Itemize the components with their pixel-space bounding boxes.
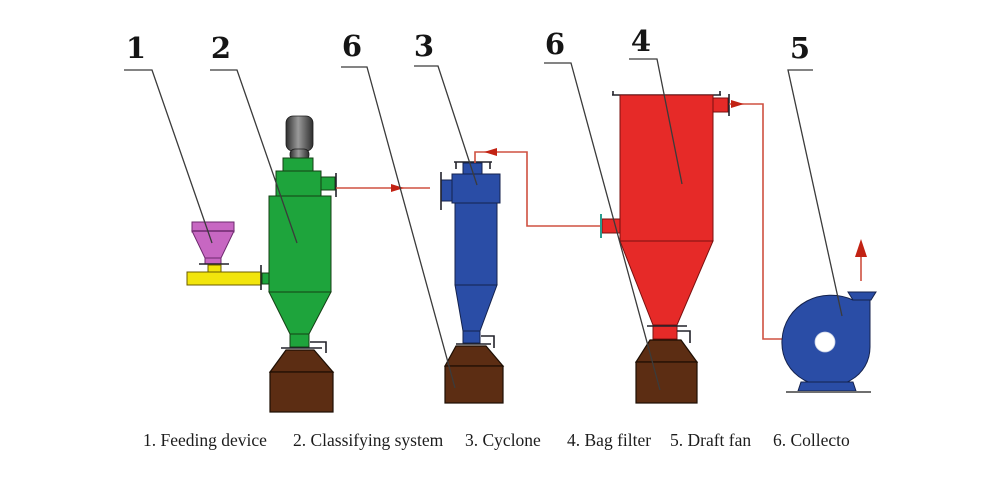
callout-number-5: 5 <box>790 34 810 63</box>
pipe-classifier-to-cyclone <box>336 184 430 192</box>
callout-text: 6 <box>544 27 566 61</box>
flow-arrow-left-icon <box>484 148 497 156</box>
legend-item-bag-filter: 4. Bag filter <box>567 430 652 450</box>
collector-under-classifier <box>268 349 335 413</box>
hopper-neck <box>204 257 222 265</box>
classifier-discharge-neck <box>289 333 310 348</box>
callout-text: 6 <box>341 29 363 63</box>
legend-item-feeding-device: 1. Feeding device <box>143 430 267 450</box>
callout-number-6a: 6 <box>342 32 362 61</box>
exhaust-arrow-up-icon <box>855 239 867 257</box>
collector-bin <box>269 371 334 413</box>
leader-5 <box>787 69 843 317</box>
bagfilter-discharge-neck <box>652 324 678 340</box>
callout-text: 2 <box>210 31 232 65</box>
fan-outlet-flare <box>847 291 877 301</box>
callout-text: 5 <box>789 31 811 65</box>
callout-text: 1 <box>125 31 147 65</box>
callout-number-1: 1 <box>126 34 146 63</box>
leader-2 <box>210 69 298 244</box>
cyclone <box>440 161 501 348</box>
collector-shoulder <box>268 349 335 373</box>
feeding-device <box>186 221 272 290</box>
classifier-vent-elbow <box>310 341 327 353</box>
collector-shoulder <box>634 339 699 363</box>
cyclone-cone <box>454 284 498 332</box>
bagfilter-outlet-nozzle <box>712 97 729 113</box>
leader-6a <box>341 66 456 389</box>
collector-under-cyclone <box>443 345 505 404</box>
cyclone-inlet-box <box>451 173 501 204</box>
collector-shoulder <box>443 345 505 367</box>
callout-number-4: 4 <box>631 27 651 56</box>
fan-inlet-eye <box>814 331 836 353</box>
fan-pedestal <box>797 381 857 392</box>
callout-number-2: 2 <box>211 34 231 63</box>
cyclone-inlet-nozzle <box>440 179 453 202</box>
callout-number-6b: 6 <box>545 30 565 59</box>
hopper-cone <box>191 230 235 259</box>
classifier-body <box>268 195 332 293</box>
leader-3 <box>414 65 478 186</box>
cyclone-vent-elbow <box>481 335 495 348</box>
classifying-system <box>268 115 337 353</box>
legend-item-cyclone: 3. Cyclone <box>465 430 541 450</box>
flow-arrow-right-icon <box>391 184 404 192</box>
cyclone-discharge-neck <box>462 330 481 344</box>
callout-text: 3 <box>413 29 435 63</box>
legend-item-collector: 6. Collecto <box>773 430 850 450</box>
classifier-head <box>275 170 322 197</box>
bagfilter-body <box>619 94 714 242</box>
leader-1 <box>124 69 213 244</box>
bagfilter-vent-elbow <box>677 330 691 343</box>
legend-item-classifying-system: 2. Classifying system <box>293 430 444 450</box>
callout-number-3: 3 <box>414 32 434 61</box>
screw-feeder-pipe <box>186 271 262 286</box>
bagfilter-cone <box>619 240 714 326</box>
pipe-line <box>474 151 600 227</box>
motor-icon <box>285 115 314 152</box>
classifier-cone <box>268 291 332 335</box>
collector-bin <box>635 361 698 404</box>
classifier-neck <box>282 157 314 173</box>
leader-6b <box>544 62 661 391</box>
collector-under-bag-filter <box>634 339 699 404</box>
callout-leader-lines <box>124 58 843 391</box>
leader-4 <box>629 58 683 185</box>
draft-fan <box>781 239 877 393</box>
flow-arrow-right-icon <box>731 100 744 108</box>
classifier-outlet-nozzle <box>320 176 336 191</box>
bag-filter <box>600 91 730 343</box>
cyclone-barrel <box>454 202 498 286</box>
callout-text: 4 <box>630 24 652 58</box>
pipe-cyclone-to-bag-filter <box>474 148 600 227</box>
legend-item-draft-fan: 5. Draft fan <box>670 430 752 450</box>
